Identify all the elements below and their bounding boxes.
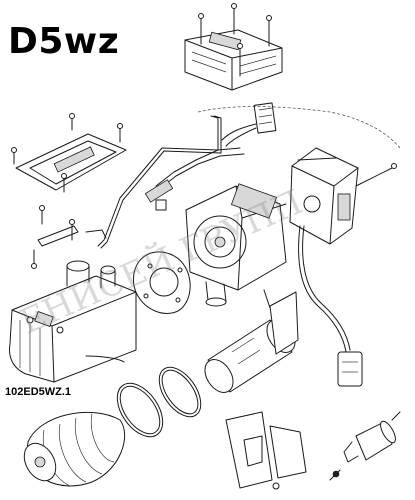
sensor-clip-part — [31, 205, 107, 269]
burner-gasket-part — [132, 251, 191, 314]
fuel-pipe-part — [97, 115, 222, 249]
wire-connector-part — [221, 102, 277, 147]
o-ring-small — [158, 366, 202, 418]
glow-pin-part — [144, 147, 245, 211]
cover-plate-part — [11, 113, 127, 193]
mounting-bracket-part — [225, 411, 307, 490]
reference-code: 102ED5WZ.1 — [5, 386, 72, 398]
wiring-harness-part — [298, 225, 363, 387]
screw-set-top — [198, 3, 272, 77]
o-ring-large — [116, 382, 164, 438]
control-unit-part — [184, 29, 283, 91]
leader-dashed — [197, 106, 401, 149]
heat-exchanger-part — [9, 260, 137, 383]
model-title: D5wz — [8, 21, 120, 62]
electronics-box-part — [289, 147, 397, 245]
reference-leader — [85, 355, 125, 363]
blower-unit-part — [185, 183, 287, 307]
fuel-pump-part — [329, 411, 401, 481]
exhaust-bellows-part — [23, 411, 126, 487]
combustion-tube-part — [204, 289, 299, 393]
